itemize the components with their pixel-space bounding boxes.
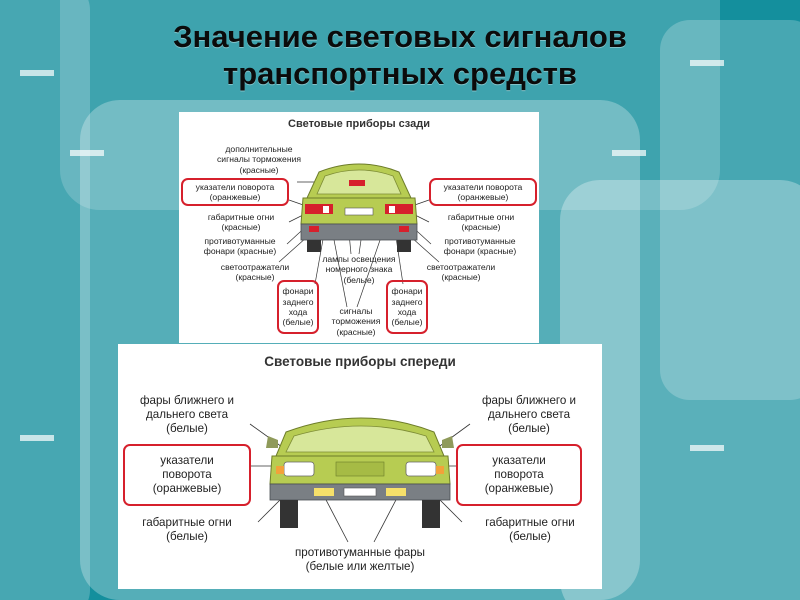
rear-brake-light-label: сигналы торможения (красные) bbox=[331, 306, 381, 337]
rear-plate-light-label: лампы освещения номерного знака (белые) bbox=[322, 254, 396, 285]
slide-title: Значение световых сигналов транспортных … bbox=[0, 18, 800, 92]
rear-fog-light-left-label: противотуманные фонари (красные) bbox=[203, 236, 277, 257]
rear-reverse-light-right-label: фонари заднего хода (белые) bbox=[386, 280, 428, 334]
rear-turn-signal-left-label: указатели поворота (оранжевые) bbox=[181, 178, 289, 206]
rear-reverse-light-left-label: фонари заднего хода (белые) bbox=[277, 280, 319, 334]
rear-right-lamp-icon bbox=[385, 204, 413, 214]
front-turn-signal-left-label: указатели поворота (оранжевые) bbox=[123, 444, 251, 506]
front-right-headlight-icon bbox=[405, 461, 437, 477]
rear-position-light-right-label: габаритные огни (красные) bbox=[447, 212, 515, 233]
front-right-fog-lamp-icon bbox=[386, 488, 406, 496]
front-left-headlight-icon bbox=[283, 461, 315, 477]
front-lights-panel: Световые приборы спереди фары ближнего и… bbox=[118, 344, 602, 589]
front-position-light-left-label: габаритные огни (белые) bbox=[142, 516, 232, 543]
extra-brake-lamp-icon bbox=[349, 180, 365, 186]
slide-title-line1: Значение световых сигналов bbox=[173, 19, 627, 54]
rear-fog-light-right-label: противотуманные фонари (красные) bbox=[443, 236, 517, 257]
front-fog-light-label: противотуманные фары (белые или желтые) bbox=[294, 546, 426, 573]
front-position-light-right-label: габаритные огни (белые) bbox=[485, 516, 575, 543]
rear-left-lamp-icon bbox=[305, 204, 333, 214]
front-car-illustration bbox=[249, 417, 471, 543]
rear-extra-brake-label: дополнительные сигналы торможения (красн… bbox=[216, 144, 302, 175]
rear-car-illustration bbox=[278, 163, 440, 308]
front-turn-signal-right-label: указатели поворота (оранжевые) bbox=[456, 444, 582, 506]
front-panel-title: Световые приборы спереди bbox=[264, 354, 456, 369]
front-left-fog-lamp-icon bbox=[314, 488, 334, 496]
front-headlights-right-label: фары ближнего и дальнего света (белые) bbox=[481, 394, 577, 435]
rear-panel-title: Световые приборы сзади bbox=[288, 118, 430, 130]
rear-reflector-left-label: светоотражатели (красные) bbox=[220, 262, 290, 283]
rear-turn-signal-right-label: указатели поворота (оранжевые) bbox=[429, 178, 537, 206]
slide-title-line2: транспортных средств bbox=[223, 56, 577, 91]
rear-position-light-left-label: габаритные огни (красные) bbox=[207, 212, 275, 233]
front-headlights-left-label: фары ближнего и дальнего света (белые) bbox=[139, 394, 235, 435]
rear-reflector-right-label: светоотражатели (красные) bbox=[426, 262, 496, 283]
rear-lights-panel: Световые приборы сзади дополнительные си… bbox=[179, 112, 539, 343]
